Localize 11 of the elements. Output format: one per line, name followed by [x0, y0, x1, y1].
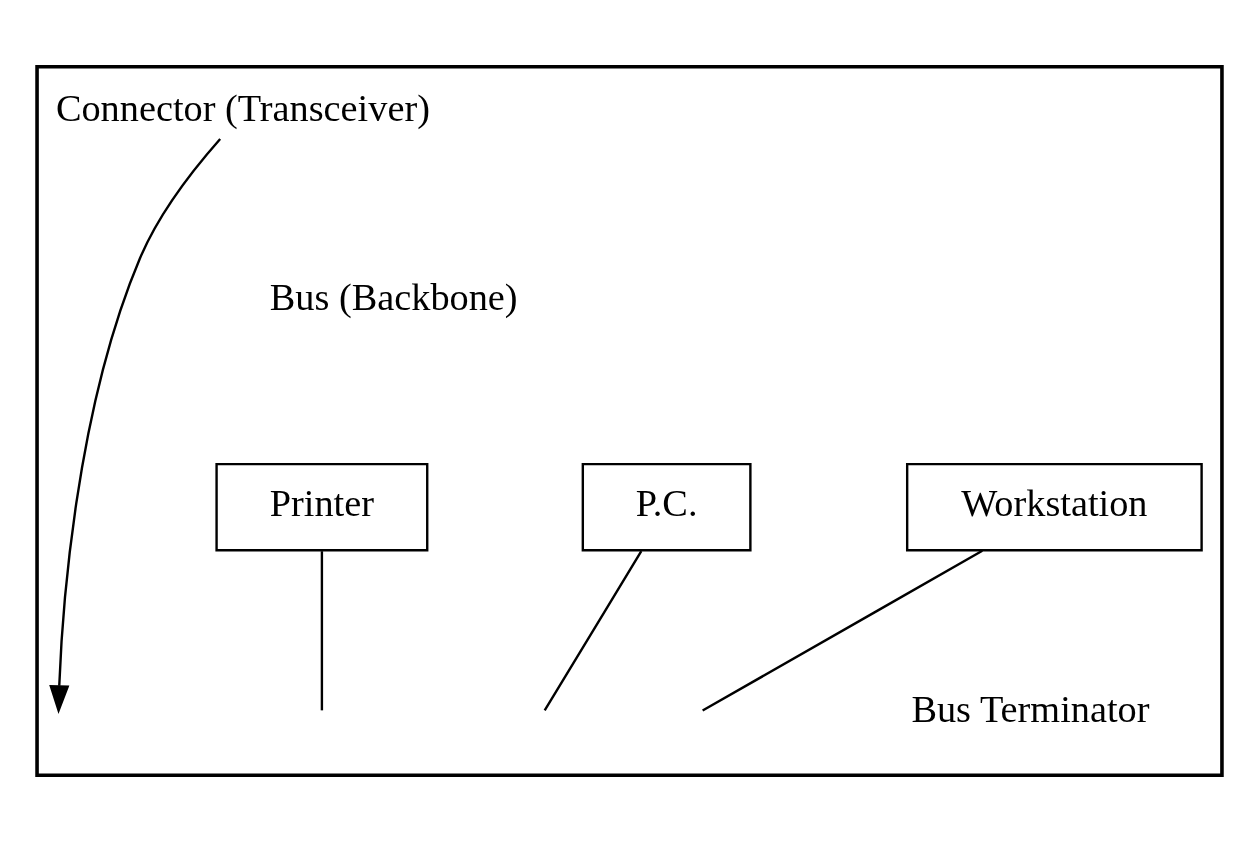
node-text: Connector (Transceiver) — [55, 86, 430, 129]
label: Bus (Backbone) — [269, 275, 518, 318]
connector — [702, 549, 983, 712]
label: Bus Terminator — [911, 687, 1150, 730]
node-box: P.C. — [581, 462, 752, 551]
node-box: Workstation — [905, 462, 1203, 551]
cluster — [35, 64, 1224, 777]
connector — [320, 550, 324, 710]
node-box: Printer — [215, 462, 429, 551]
connector — [543, 550, 643, 711]
arrow — [49, 137, 222, 714]
